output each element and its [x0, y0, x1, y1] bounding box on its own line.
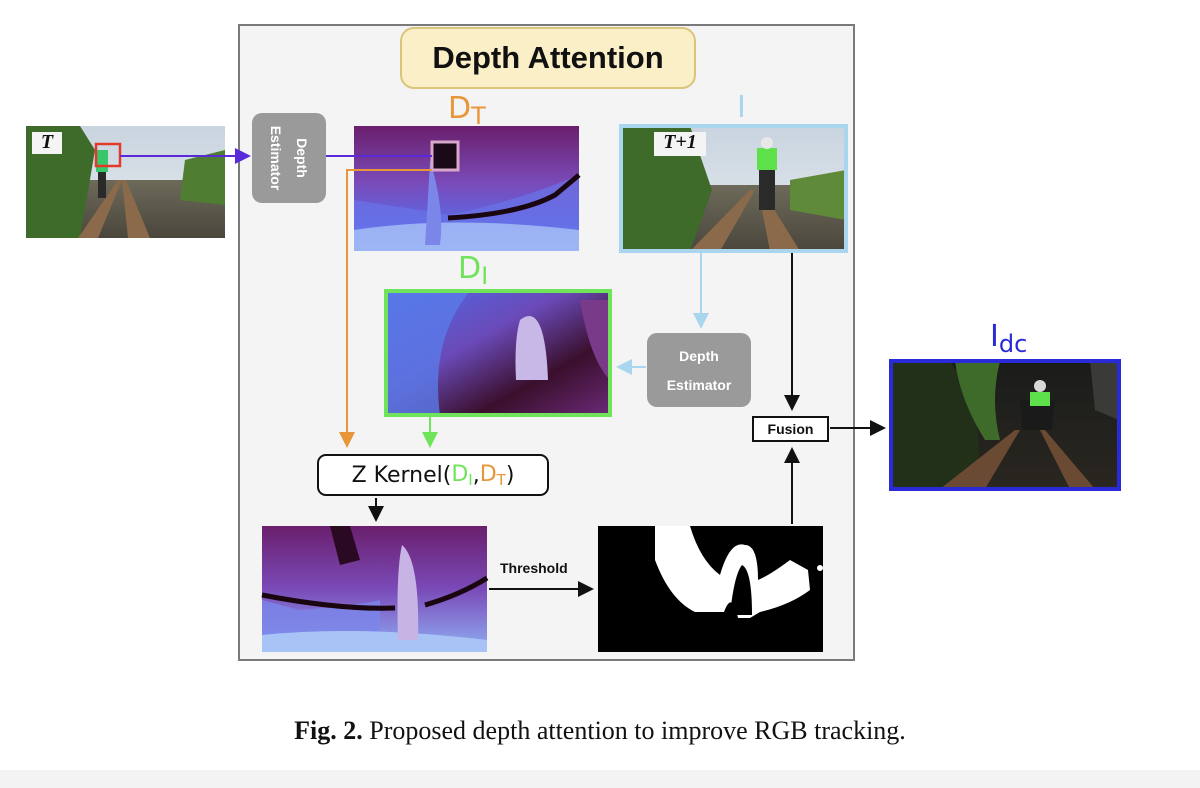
estimator-right-line1: Depth	[679, 347, 719, 364]
fusion-box: Fusion	[752, 416, 829, 442]
depth-estimator-right: Depth Estimator	[647, 333, 751, 407]
zkernel-comma: ,	[472, 462, 480, 488]
zkernel-prefix: Z Kernel(	[351, 462, 452, 488]
zkernel-output-image	[261, 526, 489, 652]
zkernel-suffix: )	[505, 462, 515, 488]
zkernel-arg2-main: D	[479, 461, 497, 487]
arrow-dt-to-zkernel	[339, 169, 432, 448]
zkernel-arg2-sub: T	[496, 470, 506, 489]
frame-t-tag-bg	[32, 132, 62, 154]
label-dt-main: D	[448, 91, 472, 126]
zkernel-box: Z Kernel(DI,DT)	[317, 454, 549, 496]
frame-t1-tag: T+1	[663, 131, 697, 153]
zkernel-arg1-sub: I	[468, 470, 473, 489]
frame-t1-image	[619, 124, 848, 253]
caption-figure-number: Fig. 2.	[294, 716, 363, 745]
figure-caption: Fig. 2. Proposed depth attention to impr…	[0, 716, 1200, 746]
label-idc: Idc	[990, 319, 1028, 358]
frame-t-tag: T	[40, 131, 54, 153]
threshold-label: Threshold	[500, 560, 568, 576]
label-dt: DT	[448, 91, 486, 130]
label-dt-sub: T	[471, 102, 486, 130]
depth-estimator-top: Depth Estimator	[252, 113, 326, 203]
caption-text: Proposed depth attention to improve RGB …	[362, 716, 906, 745]
estimator-top-line2: Estimator	[268, 125, 284, 191]
diagram-title: Depth Attention	[400, 27, 696, 89]
depth-image-dt	[354, 126, 581, 251]
zkernel-arg1-main: D	[451, 461, 469, 487]
label-di-main: D	[458, 251, 482, 286]
zkernel-arg1: DI	[451, 462, 472, 489]
depth-image-di	[384, 289, 612, 417]
target-box-depth	[430, 140, 460, 172]
label-di: DI	[458, 251, 489, 290]
output-idc-image	[889, 359, 1121, 491]
label-idc-main: I	[990, 319, 999, 354]
threshold-mask-image	[598, 526, 823, 652]
estimator-right-line2: Estimator	[666, 376, 732, 393]
label-i: I	[737, 90, 746, 125]
estimator-top-line1: Depth	[294, 138, 310, 178]
label-idc-sub: dc	[998, 330, 1028, 358]
footer-strip	[0, 770, 1200, 788]
label-di-sub: I	[481, 262, 489, 290]
zkernel-arg2: DT	[480, 462, 506, 489]
frame-t1-tag-bg	[654, 132, 706, 156]
